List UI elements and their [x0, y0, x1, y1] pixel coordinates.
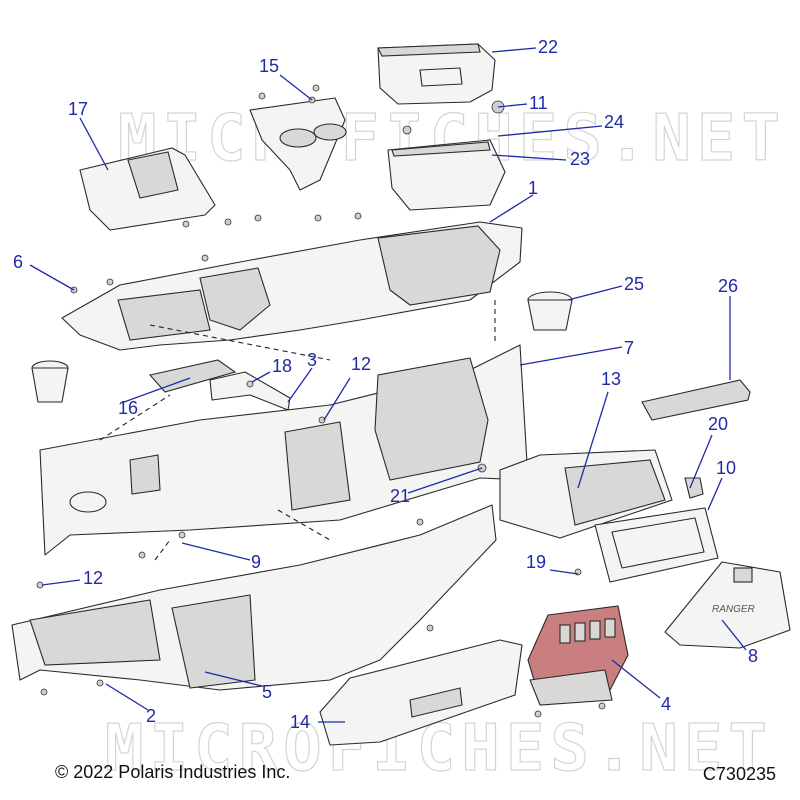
callout-18: 18 — [272, 356, 292, 376]
callout-20: 20 — [708, 414, 728, 434]
part-23-bin — [387, 139, 506, 211]
callout-6: 6 — [13, 252, 23, 272]
part-3-bracket — [209, 371, 291, 411]
callout-11: 11 — [529, 93, 548, 113]
leader-lines — [29, 47, 747, 723]
callout-4: 4 — [661, 694, 671, 714]
part-25-cup-insert — [527, 291, 573, 331]
part-4-switch-panel — [527, 605, 629, 706]
callout-16: 16 — [118, 398, 138, 418]
callout-13: 13 — [601, 369, 621, 389]
drawing-number: C730235 — [702, 764, 776, 784]
callout-labels: 1 2 3 4 5 6 7 8 9 10 11 12 12 13 14 15 1… — [13, 37, 758, 732]
callout-15: 15 — [259, 56, 279, 76]
copyright-notice: © 2022 Polaris Industries Inc. — [55, 762, 291, 782]
callout-8: 8 — [748, 646, 758, 666]
callout-10: 10 — [716, 458, 736, 478]
callout-17: 17 — [68, 99, 88, 119]
part-7-main-frame — [39, 344, 529, 556]
cup-insert-left — [31, 360, 69, 403]
part-17-gauge-housing — [79, 147, 216, 231]
part-20-latch — [684, 477, 704, 499]
part-22-lid — [377, 43, 496, 105]
part-10-bezel — [594, 507, 719, 583]
ranger-badge: RANGER — [712, 604, 755, 615]
callout-21: 21 — [390, 486, 410, 506]
assembly-lines — [99, 300, 496, 561]
fasteners — [36, 84, 606, 718]
callout-24: 24 — [604, 112, 624, 132]
watermark-bottom: MICROFICHES.NET — [105, 712, 773, 786]
callout-2: 2 — [146, 706, 156, 726]
part-8-glovebox-door: RANGER — [664, 561, 791, 649]
callout-26: 26 — [718, 276, 738, 296]
callout-5: 5 — [262, 682, 272, 702]
part-1-upper-dash — [61, 221, 523, 351]
callout-9: 9 — [251, 552, 261, 572]
part-26-trim-strip — [641, 379, 751, 421]
callout-14: 14 — [290, 712, 310, 732]
callout-12-lower: 12 — [83, 568, 103, 588]
callout-22: 22 — [538, 37, 558, 57]
part-13-display-housing — [499, 449, 673, 539]
part-5-lower-frame — [11, 504, 497, 691]
part-16-plate — [148, 359, 237, 393]
part-14-lower-tray — [319, 639, 523, 746]
callout-23: 23 — [570, 149, 590, 169]
callout-3: 3 — [307, 350, 317, 370]
callout-19: 19 — [526, 552, 546, 572]
callout-25: 25 — [624, 274, 644, 294]
callout-1: 1 — [528, 178, 538, 198]
part-15-cupholder-tray — [249, 97, 347, 191]
callout-12-upper: 12 — [351, 354, 371, 374]
callout-7: 7 — [624, 338, 634, 358]
